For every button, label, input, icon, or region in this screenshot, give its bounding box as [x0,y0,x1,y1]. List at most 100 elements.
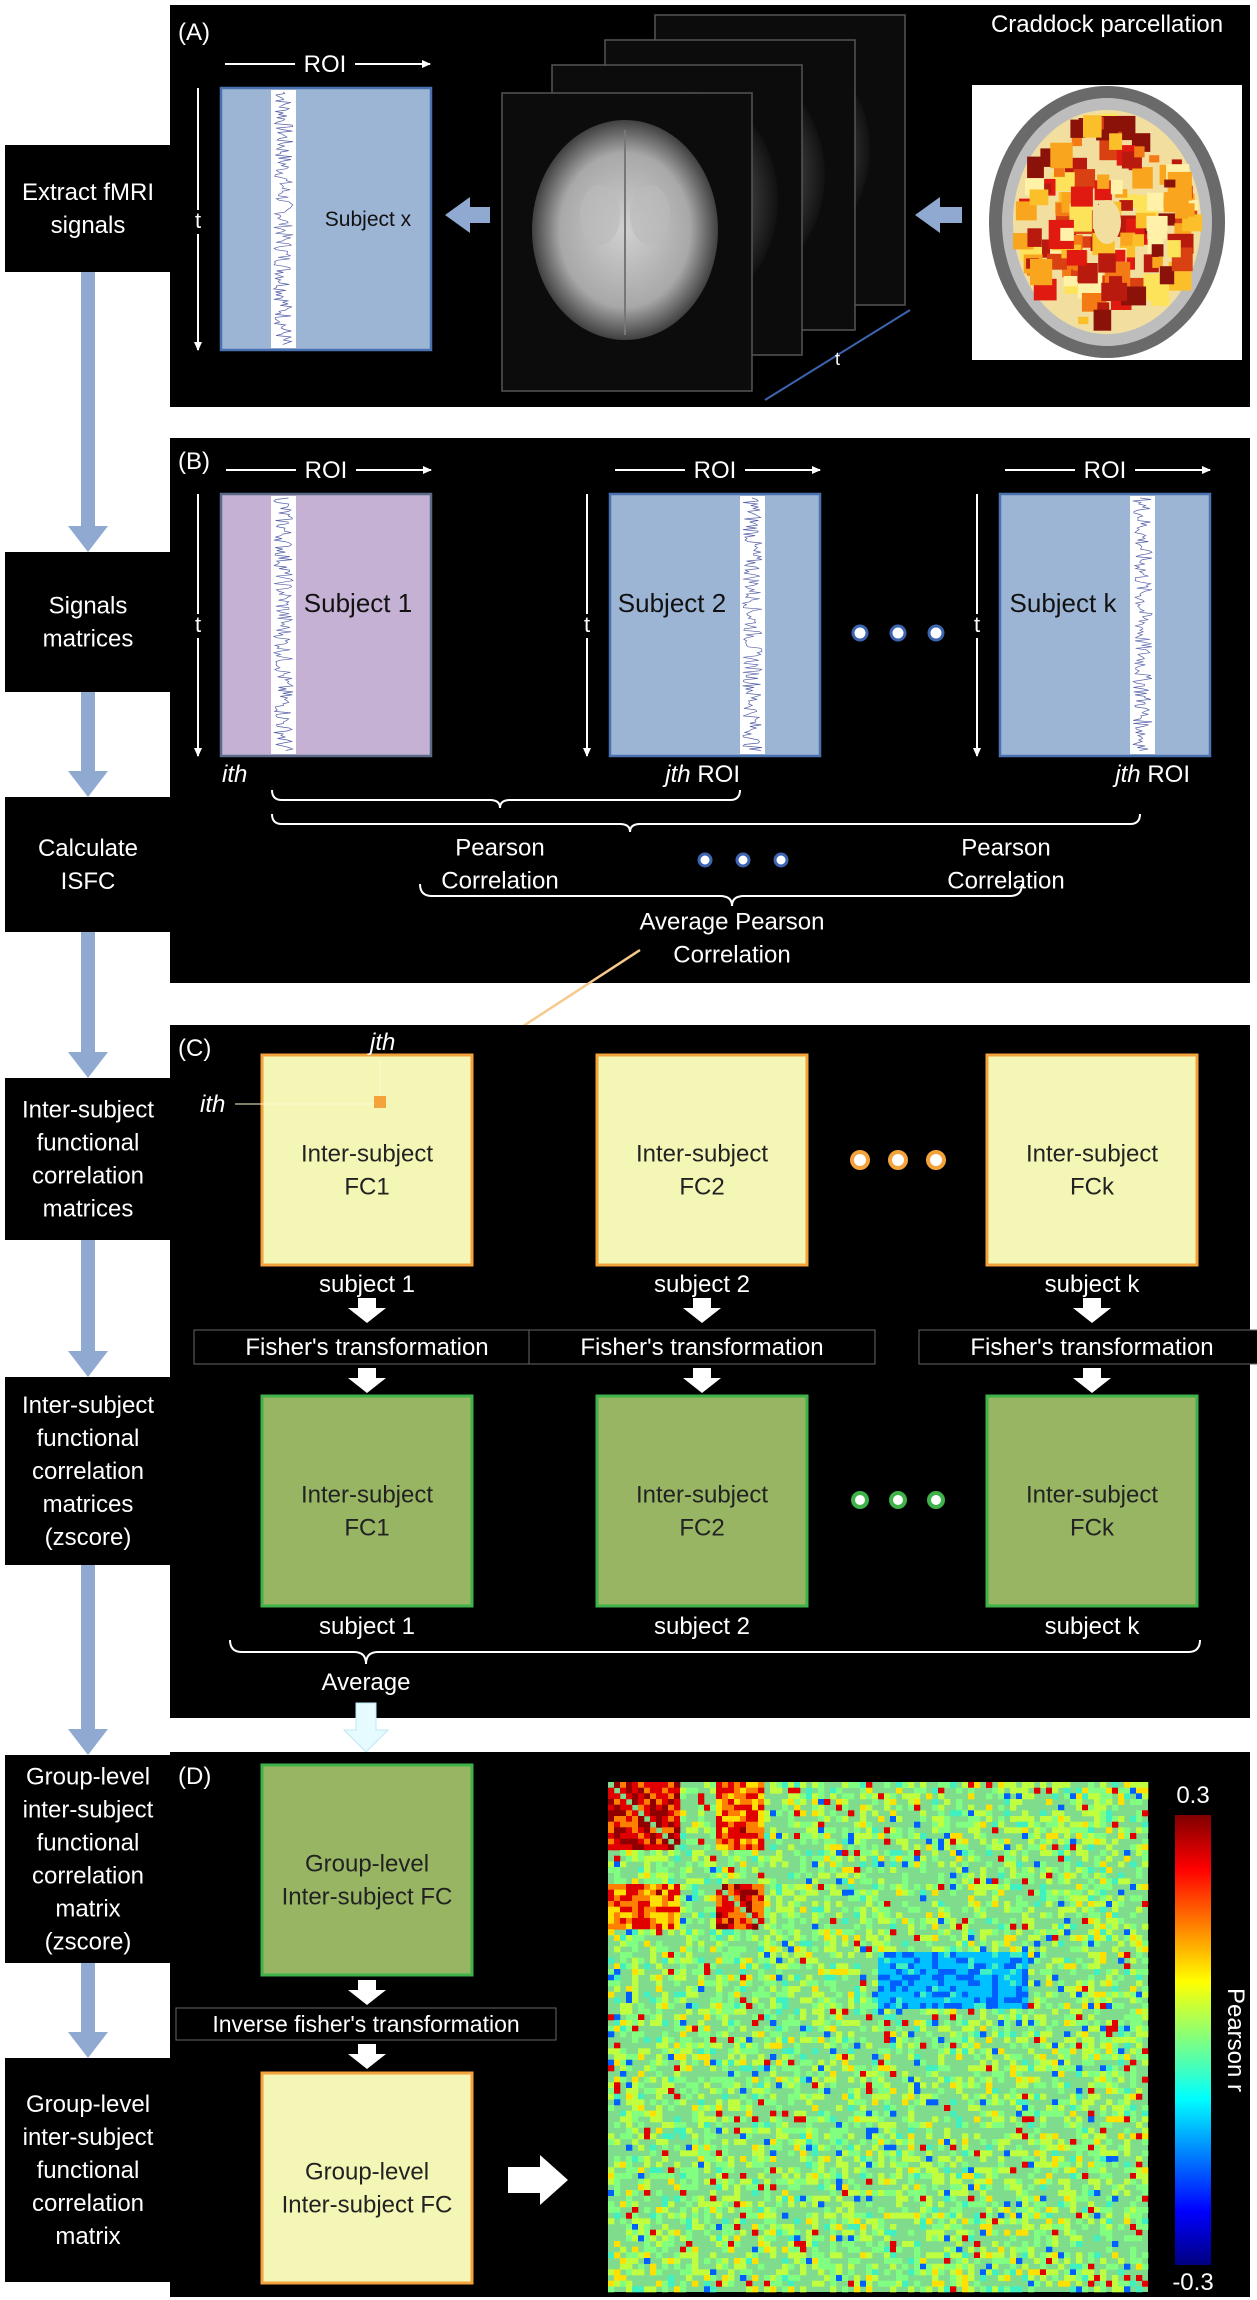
colorbar-label: Pearson r [1222,1988,1249,2092]
fisher-box [528,1329,876,1365]
panel-a: (A) ROI t Subject x t [170,5,1250,407]
inverse-label: Inverse fisher's transformation [212,2011,519,2037]
craddock-atlas [972,85,1242,360]
down-arrow [683,1368,721,1393]
fisher-label: Fisher's transformation [970,1334,1213,1361]
subject-label-b: Subject 1 [304,588,412,618]
extract-arrow [445,197,490,233]
down-arrow [1073,1298,1111,1323]
group-fc-box [260,2071,474,2285]
colorbar [1175,1815,1211,2265]
roi-label: ROI [304,51,347,78]
subject-label-c2: subject 1 [319,1613,415,1640]
down-arrow [683,1298,721,1323]
panel-b-tag: (B) [178,448,210,475]
colorbar-min: -0.3 [1172,2269,1213,2296]
selected-cell [374,1096,386,1108]
signal-strip [271,90,296,348]
down-arrow [1073,1368,1111,1393]
flow-arrow-head [68,2032,108,2058]
ellipsis-dots-c1 [850,1150,946,1170]
flow-arrow-head [68,771,108,797]
fmri-volume-stack: t [501,14,911,401]
subject-x-matrix [219,86,433,352]
average-label-c: Average [322,1669,411,1696]
flow-arrow-head [68,526,108,552]
ith-label-b: ith [222,761,247,788]
subject-label-b: Subject 2 [618,588,726,618]
flow-arrow-shaft [81,1565,95,1731]
jth-roi-label-b1: jth ROI [662,761,740,788]
inverse-down-arrow-1 [348,1980,386,2005]
stack-time-label: t [835,349,840,369]
subject-label-c1: subject 2 [654,1271,750,1298]
ellipsis-dots-b [851,624,945,642]
subject-x-label: Subject x [325,208,412,231]
subject-label-c1: subject 1 [319,1271,415,1298]
down-arrow [348,1368,386,1393]
fisher-label: Fisher's transformation [245,1334,488,1361]
flow-arrow-shaft [81,1240,95,1353]
flow-arrow-shaft [81,1963,95,2034]
atlas-label: Craddock parcellation [991,11,1223,38]
jth-roi-label-b2: jth ROI [1112,761,1190,788]
roi-label-b: ROI [1084,457,1127,484]
down-arrow [348,1298,386,1323]
panel-d-tag: (D) [178,1763,211,1790]
to-heatmap-arrow [508,2155,568,2205]
brace-pair-k [271,813,1141,833]
fisher-label: Fisher's transformation [580,1334,823,1361]
subject-label-c1: subject k [1045,1271,1141,1298]
ith-label-c: ith [200,1091,225,1118]
average-to-group-arrow [342,1702,390,1753]
jth-label-c: jth [367,1029,395,1056]
flow-arrow-head [68,1729,108,1755]
parcellation-arrow [915,197,962,233]
flow-arrow-head [68,1351,108,1377]
subject-label-c2: subject 2 [654,1613,750,1640]
flow-arrow-shaft [81,692,95,773]
ellipsis-dots-c2 [851,1491,945,1509]
fisher-box [193,1329,541,1365]
inverse-down-arrow-2 [348,2044,386,2069]
colorbar-max: 0.3 [1176,1782,1209,1809]
panel-c-tag: (C) [178,1035,211,1062]
brace-subjects [229,1639,1201,1665]
isfc-heatmap [608,1782,1149,2293]
fisher-box [918,1329,1257,1365]
flow-arrow-shaft [81,272,95,528]
group-fc-zscore-box [260,1763,474,1977]
panel-a-tag: (A) [178,19,210,46]
roi-label-b: ROI [305,457,348,484]
flow-arrow-shaft [81,932,95,1054]
